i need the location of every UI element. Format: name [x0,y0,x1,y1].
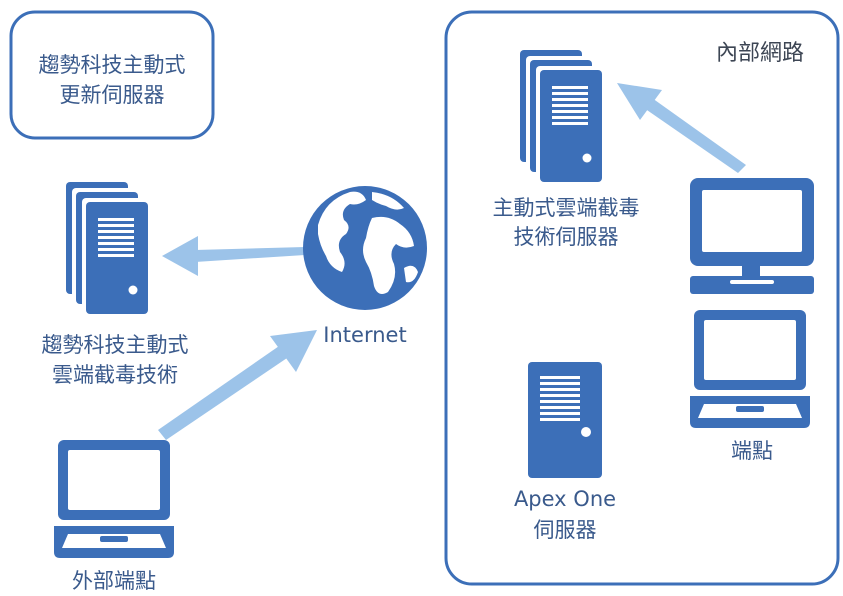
cloud-service-label-line2: 雲端截毒技術 [52,363,178,387]
update-server-box [9,10,215,140]
local-scan-server-label-line1: 主動式雲端截毒 [493,196,640,220]
cloud-service-server-icon [66,182,148,314]
apex-one-label-line2: 伺服器 [534,518,597,542]
external-endpoint-label: 外部端點 [72,569,156,593]
local-scan-server-icon [520,50,602,182]
cloud-service-label-line1: 趨勢科技主動式 [42,333,189,357]
desktop-computer-icon [690,178,814,294]
update-server-label-line2: 更新伺服器 [60,83,165,107]
internet-label: Internet [323,323,406,347]
internal-network-title: 內部網路 [716,41,804,66]
external-endpoint-laptop-icon [54,440,174,558]
endpoint-label: 端點 [731,439,773,463]
endpoint-laptop-icon [690,310,810,428]
arrow-external-endpoint-to-internet [158,330,317,440]
arrow-endpoint-to-scan-server [617,83,746,173]
arrow-internet-to-cloud-service [162,236,305,276]
apex-one-label-line1: Apex One [514,487,616,511]
apex-one-server-icon [528,362,602,478]
local-scan-server-label-line2: 技術伺服器 [514,225,619,249]
globe-icon [303,186,427,310]
update-server-label-line1: 趨勢科技主動式 [39,53,186,77]
